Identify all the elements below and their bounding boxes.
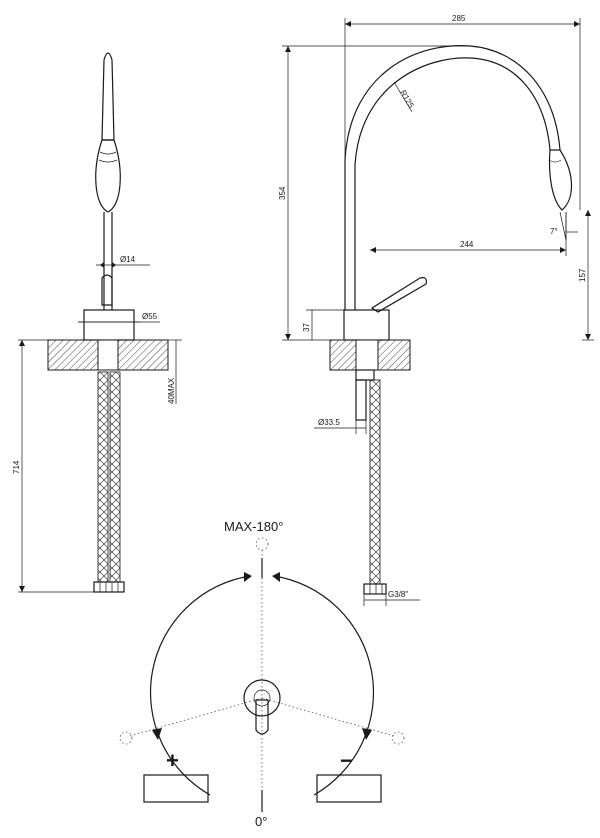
side-spout-inner [354,57,551,310]
side-aerator [548,149,572,211]
hot-plus-sign: + [166,748,179,773]
side-hose-nut [363,583,387,595]
side-spout-outer [344,45,561,310]
dim-radius: R125 [398,89,416,111]
side-shank [355,369,375,381]
dim-base-height: 37 [302,323,311,332]
rotation-diagram: MAX-180° 0° + − [119,519,405,829]
dim-reach: 244 [460,240,474,249]
front-aerator [95,139,121,213]
dim-height-spout: 157 [578,268,587,282]
dim-body-diameter: Ø55 [142,312,158,321]
front-base [83,309,135,341]
cold-minus-sign: − [340,748,353,773]
side-hose [369,379,381,585]
hot-box [143,774,209,803]
dim-height-total: 354 [278,186,287,200]
cold-box [316,774,382,803]
dim-shank-diameter: Ø33.5 [318,418,340,427]
side-lever [370,277,427,313]
fixture-lever [255,699,269,735]
rotation-arc-right [273,575,375,796]
dim-angle: 7° [550,227,558,236]
fixture-body [243,679,281,717]
dim-width-top: 285 [452,14,466,23]
side-stud [355,379,367,421]
max-rotation-label: MAX-180° [224,519,283,534]
dim-hose-thread: G3/8" [388,590,408,599]
front-hose-right [109,371,121,583]
rotation-arc-left [149,575,251,796]
front-view: Ø14 Ø55 40MAX 714 [12,52,182,593]
side-base [343,309,390,341]
front-spout-tube [101,52,115,141]
dim-total-length: 714 [12,460,21,474]
front-lever [101,274,113,306]
front-hose-nut [93,581,125,593]
front-hose-left [97,371,109,583]
dim-counter-max: 40MAX [167,377,176,404]
dim-lever-diameter: Ø14 [120,255,136,264]
zero-label: 0° [255,814,267,829]
side-view: 285 R125 354 37 244 7° 157 [278,14,594,606]
